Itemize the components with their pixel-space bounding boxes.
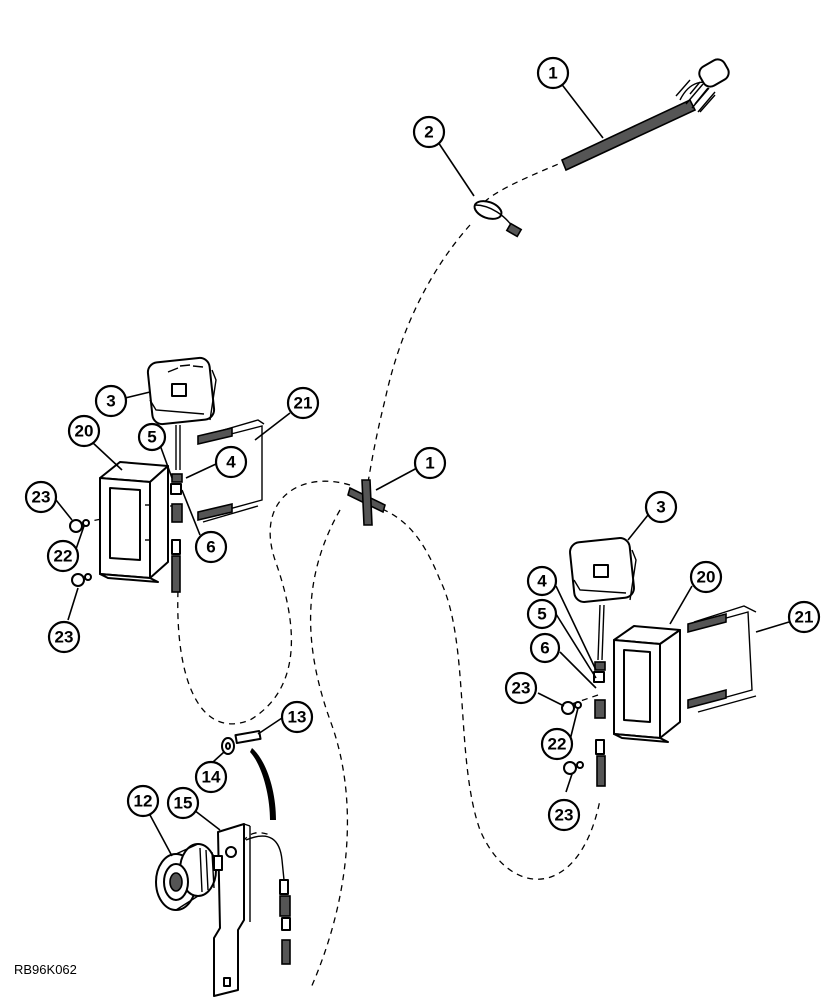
lamp-12-wire (245, 835, 291, 965)
callout-label: 14 (202, 768, 221, 787)
callout-6-left: 6 (194, 530, 228, 564)
callout-2: 2 (412, 115, 446, 149)
callout-4-right: 4 (526, 565, 558, 597)
callout-label: 2 (424, 123, 433, 142)
callout-label: 5 (537, 605, 546, 624)
wire-harness-left-loop (177, 480, 351, 725)
callout-label: 4 (226, 453, 236, 472)
right-u-bolt (687, 605, 757, 713)
callout-label: 5 (147, 428, 156, 447)
left-bracket (99, 461, 169, 583)
callout-label: 23 (555, 806, 574, 825)
callout-label: 22 (54, 547, 73, 566)
lamp-12 (155, 843, 223, 911)
wire-harness-lower (309, 509, 349, 991)
leader-lines (55, 81, 790, 857)
callout-20-right: 20 (689, 560, 723, 594)
callout-3-right: 3 (644, 490, 678, 524)
callout-label: 4 (537, 572, 547, 591)
callout-1-mid: 1 (413, 446, 447, 480)
callout-label: 12 (134, 792, 153, 811)
callout-5-left: 5 (137, 422, 167, 452)
callout-1-top: 1 (536, 56, 570, 90)
callout-23-left-top: 23 (24, 480, 58, 514)
callout-label: 21 (294, 394, 313, 413)
callout-label: 1 (548, 64, 557, 83)
right-lamp-assembly (569, 537, 637, 787)
callout-label: 23 (55, 628, 74, 647)
callout-label: 20 (697, 568, 716, 587)
figure-reference-code: RB96K062 (14, 962, 77, 977)
callout-21-right: 21 (787, 600, 821, 634)
callout-label: 6 (206, 538, 215, 557)
callout-23-right-bottom: 23 (547, 798, 581, 832)
callout-23-right-top: 23 (504, 671, 538, 705)
right-nuts (561, 701, 584, 775)
callout-label: 13 (288, 708, 307, 727)
callout-label: 1 (425, 454, 434, 473)
callout-22-right: 22 (540, 727, 574, 761)
callout-22-left: 22 (46, 539, 80, 573)
callout-label: 3 (656, 498, 665, 517)
callout-label: 15 (174, 794, 193, 813)
callout-label: 23 (512, 679, 531, 698)
callout-12: 12 (126, 784, 160, 818)
callout-23-left-bottom: 23 (47, 620, 81, 654)
callout-label: 21 (795, 608, 814, 627)
callout-14: 14 (194, 760, 228, 794)
wire-harness-main (365, 224, 471, 496)
callout-4-left: 4 (214, 445, 248, 479)
callout-20-left: 20 (67, 414, 101, 448)
left-lamp-assembly (146, 356, 217, 593)
left-u-bolt (197, 419, 265, 523)
wire-harness-upper (477, 159, 569, 211)
assembly-arrow (250, 748, 276, 820)
callout-13: 13 (280, 700, 314, 734)
callout-label: 23 (32, 488, 51, 507)
callout-label: 3 (106, 392, 115, 411)
callout-label: 6 (540, 639, 549, 658)
harness-cross-connector (347, 479, 386, 526)
screw-13 (234, 729, 262, 745)
washer-14 (221, 737, 235, 755)
callout-21-left: 21 (286, 386, 320, 420)
wire-harness-to-lamp (371, 504, 601, 880)
callout-15: 15 (166, 786, 200, 820)
callout-5-right: 5 (526, 598, 558, 630)
callout-label: 22 (548, 735, 567, 754)
right-bracket (613, 625, 681, 743)
callout-label: 20 (75, 422, 94, 441)
tie-strap (473, 200, 523, 238)
bracket-15 (213, 823, 251, 997)
harness-connector-top (560, 58, 730, 172)
callout-3-left: 3 (94, 384, 128, 418)
left-nuts (69, 519, 92, 587)
callout-6-right: 6 (529, 632, 561, 664)
